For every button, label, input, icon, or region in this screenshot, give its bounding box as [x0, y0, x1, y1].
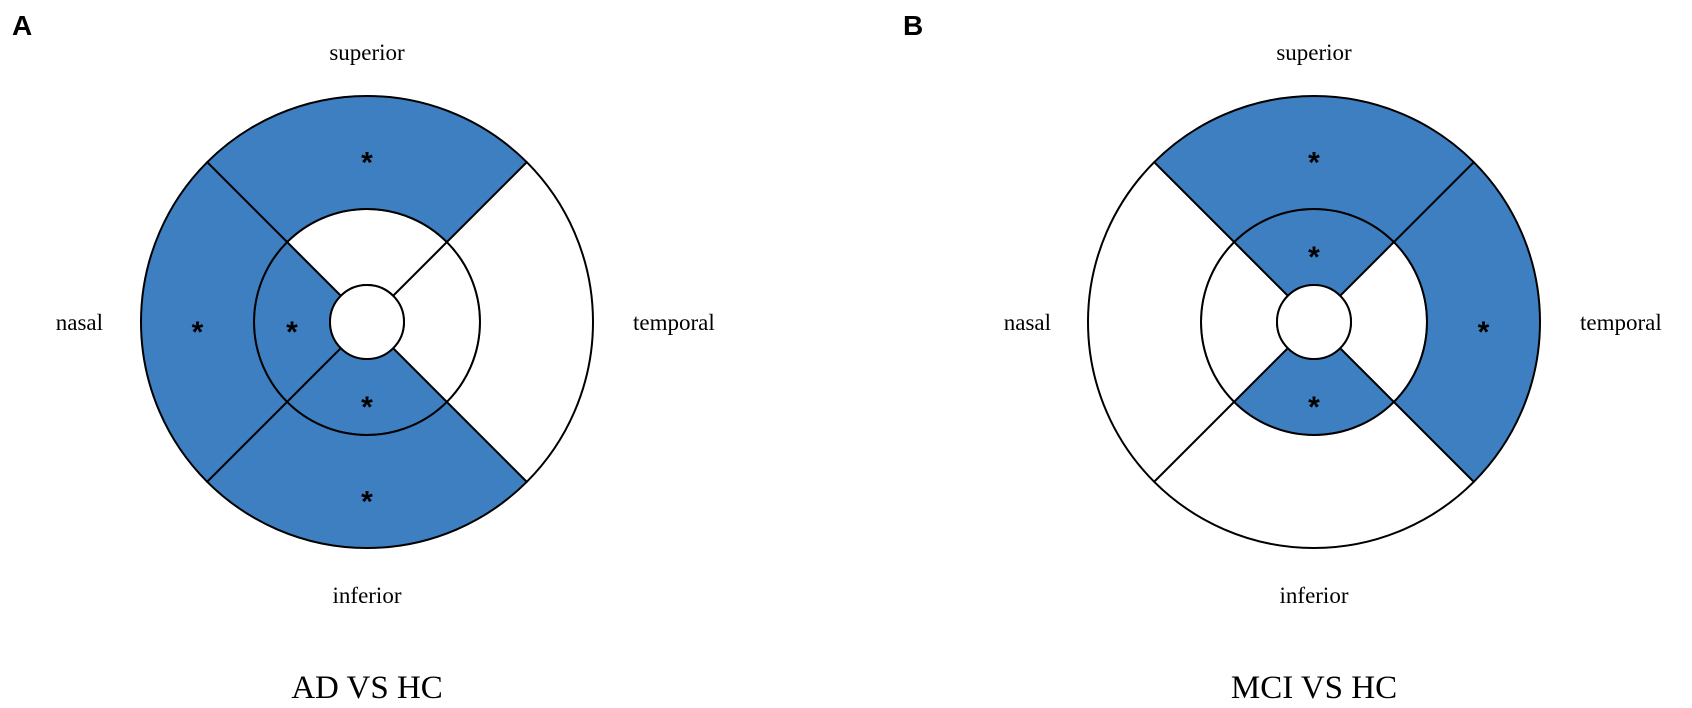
inner-ring-inferior-star: * [361, 391, 373, 424]
center-disc [1276, 284, 1352, 360]
outer-ring-nasal-sector [1087, 161, 1236, 483]
label-nasal: nasal [1004, 310, 1051, 335]
panel-letter: B [903, 10, 923, 41]
label-superior: superior [1276, 40, 1352, 65]
outer-ring-nasal-sector [140, 161, 289, 483]
center-disc [329, 284, 405, 360]
label-inferior: inferior [1280, 583, 1349, 608]
label-temporal: temporal [1580, 310, 1662, 335]
outer-ring-superior-star: * [1308, 147, 1320, 180]
outer-ring-superior-sector [206, 95, 528, 244]
outer-ring-inferior-sector [206, 400, 528, 549]
label-superior: superior [329, 40, 405, 65]
etdrs-map: * * * * [1087, 95, 1541, 549]
panel-caption: AD VS HC [291, 670, 443, 706]
outer-ring-temporal-star: * [1478, 316, 1490, 349]
panel-caption: MCI VS HC [1231, 670, 1397, 706]
inner-ring-nasal-star: * [286, 316, 298, 349]
outer-ring-superior-star: * [361, 147, 373, 180]
outer-ring-inferior-star: * [361, 486, 373, 519]
panel-b: B superior inferior nasal temporal * * ** … [903, 10, 1662, 706]
outer-ring-temporal-sector [445, 161, 594, 483]
label-inferior: inferior [333, 583, 402, 608]
etdrs-map: * * * * * [140, 95, 594, 549]
outer-ring-superior-sector [1153, 95, 1475, 244]
inner-ring-inferior-star: * [1308, 391, 1320, 424]
panel-letter: A [12, 10, 32, 41]
outer-ring-temporal-sector [1392, 161, 1541, 483]
outer-ring-nasal-star: * [192, 316, 204, 349]
panel-a: A superior inferior nasal temporal *****… [12, 10, 715, 706]
label-temporal: temporal [633, 310, 715, 335]
inner-ring-superior-star: * [1308, 241, 1320, 274]
label-nasal: nasal [56, 310, 103, 335]
outer-ring-inferior-sector [1153, 400, 1475, 549]
